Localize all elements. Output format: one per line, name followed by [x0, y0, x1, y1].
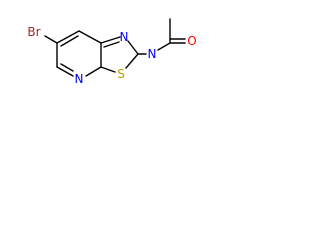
atom-label-sulfur: S — [117, 67, 125, 81]
bond-n-c8 — [85, 66, 102, 77]
bond-c6-n-double — [60, 63, 74, 72]
thiazole-ring — [100, 36, 139, 73]
atom-label-bromine: Br — [27, 25, 40, 39]
bond-s-c8 — [100, 66, 116, 73]
bond-c5-br — [44, 35, 58, 44]
acetamide-group — [137, 18, 186, 55]
molecule-structure-drawing: Br N N S N O — [27, 18, 197, 86]
bond-c9-c4 — [78, 30, 102, 44]
atom-label-thiazole-nitrogen: N — [120, 30, 129, 44]
bond-c9-n3-double — [103, 41, 120, 48]
bond-nh-carbonyl — [157, 42, 171, 51]
bond-c6-n — [56, 66, 74, 77]
atom-label-pyridine-nitrogen: N — [75, 72, 84, 86]
bond-c4-c5 — [56, 30, 80, 44]
atom-label-amide-nitrogen: N — [148, 47, 157, 61]
atom-label-carbonyl-oxygen: O — [187, 34, 196, 48]
pyridine-ring — [56, 30, 102, 77]
bond-c4-c5-double — [60, 35, 79, 47]
bond-n3-c2 — [127, 40, 139, 55]
bond-c9-n3 — [100, 36, 121, 44]
bond-c2-s — [125, 53, 139, 69]
